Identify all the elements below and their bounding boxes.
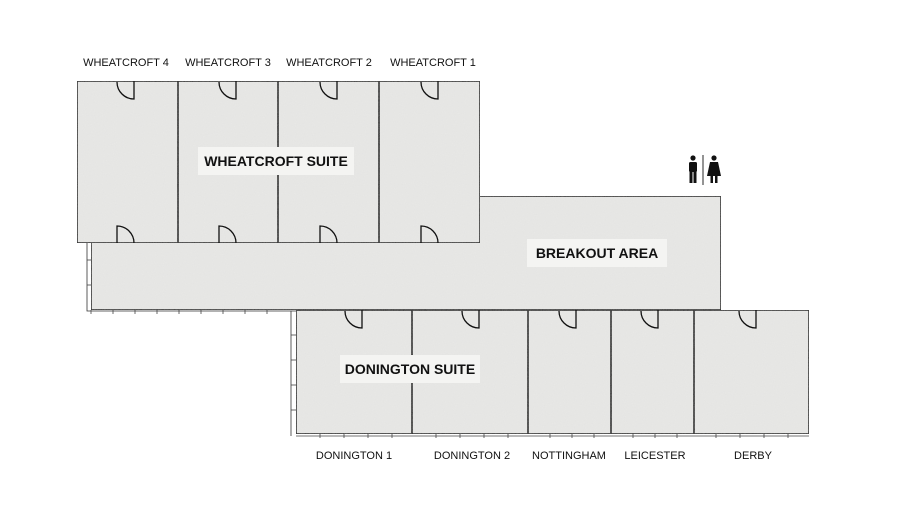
top-room-labels: WHEATCROFT 4 WHEATCROFT 3 WHEATCROFT 2 W… [83,57,476,69]
room-label: WHEATCROFT 3 [185,57,271,69]
female-toilet-icon [707,155,721,183]
door-icon [116,225,135,244]
toilets-icon [689,155,721,185]
door-icon [319,81,338,100]
room-label: DERBY [734,450,773,462]
door-icon [218,225,237,244]
doors [116,81,757,329]
door-icon [420,225,439,244]
room-label: NOTTINGHAM [532,450,606,462]
male-toilet-icon [689,155,697,183]
area-labels: WHEATCROFT SUITE BREAKOUT AREA DONINGTON… [198,147,667,383]
room-label: LEICESTER [624,450,685,462]
door-icon [420,81,439,100]
room-leicester[interactable] [610,309,695,435]
bottom-room-labels: DONINGTON 1 DONINGTON 2 NOTTINGHAM LEICE… [316,450,773,462]
room-label: DONINGTON 2 [434,450,510,462]
door-icon [116,81,135,100]
room-derby[interactable] [693,309,810,435]
door-icon [558,310,577,329]
room-wheatcroft-1[interactable] [378,80,481,244]
door-icon [344,310,363,329]
room-label: WHEATCROFT 1 [390,57,476,69]
wheatcroft-suite-label: WHEATCROFT SUITE [204,153,348,169]
room-label: WHEATCROFT 4 [83,57,169,69]
door-icon [738,310,757,329]
room-label: WHEATCROFT 2 [286,57,372,69]
room-label: DONINGTON 1 [316,450,392,462]
door-icon [640,310,659,329]
donington-suite-label: DONINGTON SUITE [345,361,475,377]
window-ticks [87,259,809,438]
door-icon [218,81,237,100]
door-icon [461,310,480,329]
room-wheatcroft-4[interactable] [76,80,179,244]
room-nottingham[interactable] [527,309,612,435]
door-icon [319,225,338,244]
breakout-area-label: BREAKOUT AREA [536,245,658,261]
